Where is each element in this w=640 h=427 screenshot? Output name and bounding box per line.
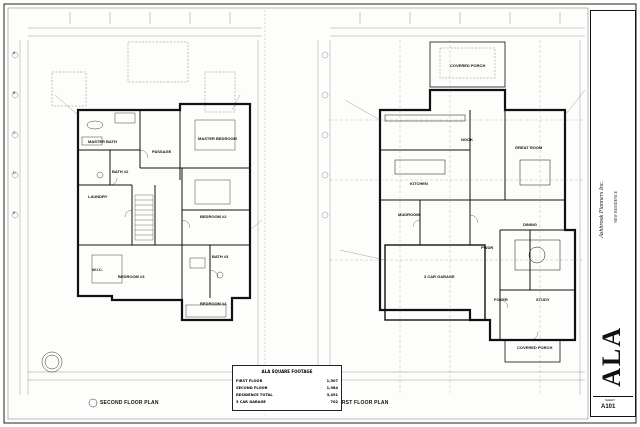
square-footage-table: ALA SQUARE FOOTAGE FIRST FLOOR 1,507 SECO… <box>232 365 342 411</box>
grid-letter-b: B <box>13 91 16 95</box>
sqft-row-label: 3 CAR GARAGE <box>236 400 266 404</box>
square-footage-title: ALA SQUARE FOOTAGE <box>261 369 313 374</box>
grid-letter-d: D <box>13 171 16 175</box>
sheet-number: A101 <box>601 404 616 410</box>
sqft-row-value: 1,984 <box>326 386 338 390</box>
sqft-row-value: 1,507 <box>326 379 338 383</box>
firm-name: Ashbrook Planners Inc. <box>599 181 605 238</box>
ala-logo: ALA <box>597 326 626 387</box>
second-floor-plan-title: SECOND FLOOR PLAN <box>100 400 159 406</box>
sqft-row-label: RESIDENCE TOTAL <box>236 393 273 397</box>
room-bedroom-3: BEDROOM #3 <box>118 274 145 279</box>
engineer-stamp <box>41 351 63 373</box>
room-dining: DINING <box>523 222 537 227</box>
sqft-row: 3 CAR GARAGE 702 <box>236 400 338 404</box>
room-garage: 3 CAR GARAGE <box>424 274 455 279</box>
room-kitchen: KITCHEN <box>410 181 428 186</box>
sqft-row-value: 702 <box>330 400 338 404</box>
sqft-row: FIRST FLOOR 1,507 <box>236 379 338 383</box>
sqft-row: RESIDENCE TOTAL 3,491 <box>236 393 338 397</box>
sqft-row-label: SECOND FLOOR <box>236 386 268 390</box>
room-powder: PWDR <box>481 245 494 250</box>
room-passage: PASSAGE <box>152 149 172 154</box>
room-laundry: LAUNDRY <box>88 194 108 199</box>
sqft-row-value: 3,491 <box>326 393 338 397</box>
first-floor-plan <box>317 27 586 395</box>
sqft-row: SECOND FLOOR 1,984 <box>236 386 338 390</box>
first-floor-plan-title: FIRST FLOOR PLAN <box>337 400 389 406</box>
room-foyer: FOYER <box>494 297 508 302</box>
room-covered-porch-top: COVERED PORCH <box>450 63 486 68</box>
room-bedroom-4: BEDROOM #4 <box>200 301 227 306</box>
room-bedroom-2: BEDROOM #2 <box>200 214 227 219</box>
title-block: Ashbrook Planners Inc. NEW RESIDENCE ALA… <box>590 10 636 417</box>
sqft-row-label: FIRST FLOOR <box>236 379 263 383</box>
sheet-label: SHEET <box>605 398 616 402</box>
room-great-room: GREAT ROOM <box>515 145 543 150</box>
second-floor-plan <box>19 27 263 395</box>
grid-letter-a: A <box>13 51 16 55</box>
project-name: NEW RESIDENCE <box>613 191 618 224</box>
room-wic: W.I.C. <box>92 267 103 272</box>
room-master-bath: MASTER BATH <box>88 139 117 144</box>
room-bath-3: BATH #3 <box>212 254 229 259</box>
room-covered-porch-bottom: COVERED PORCH <box>517 345 553 350</box>
grid-letter-e: E <box>13 211 16 215</box>
room-study: STUDY <box>536 297 550 302</box>
room-master-bedroom: MASTER BEDROOM <box>198 136 237 141</box>
room-bath-2: BATH #2 <box>112 169 129 174</box>
grid-letter-c: C <box>13 131 16 135</box>
room-mudroom: MUDROOM <box>398 212 420 217</box>
room-nook: NOOK <box>461 137 473 142</box>
